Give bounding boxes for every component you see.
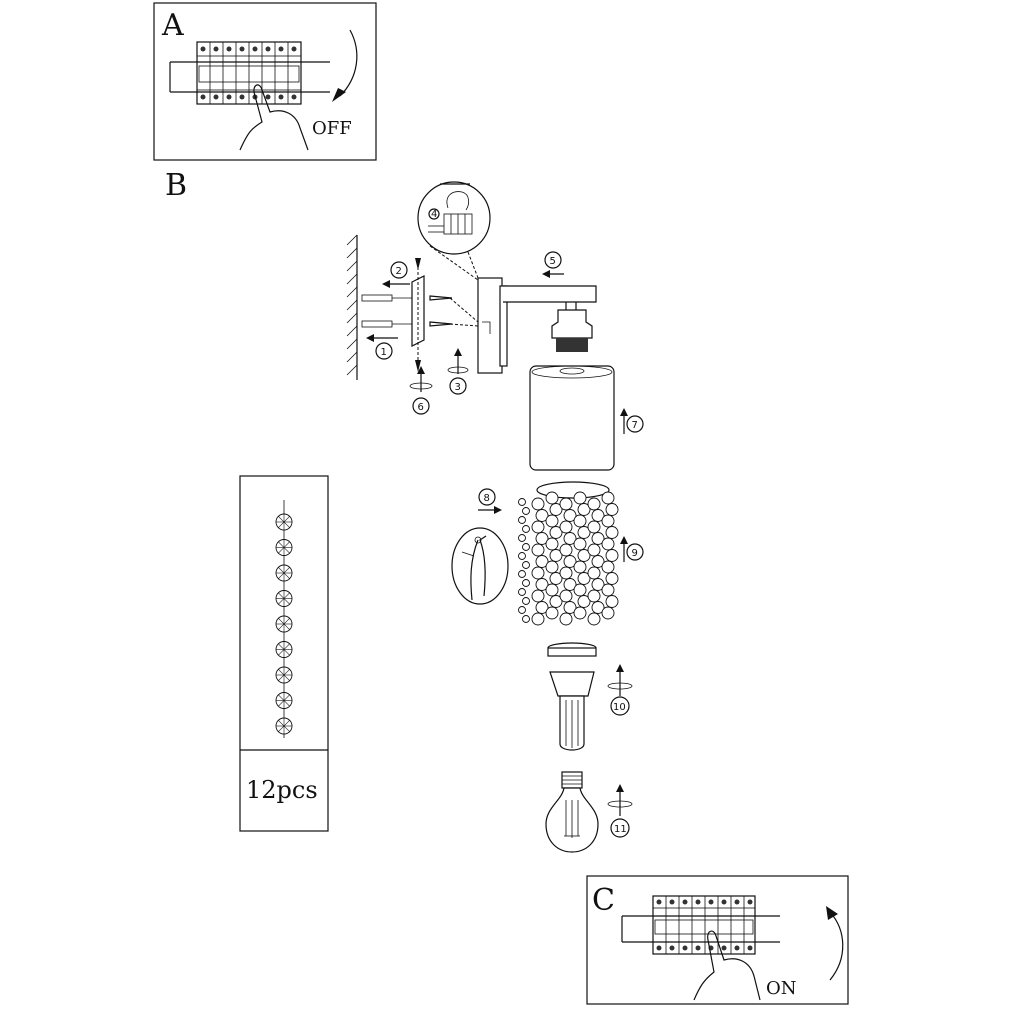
panel-a-action: OFF [312,118,352,139]
crystal-strand-icon [275,513,293,735]
step-10-number: 10 [613,702,626,713]
breaker-rail-icon [169,41,330,105]
hand-icon [693,930,761,1001]
panel-c-letter: C [592,883,615,918]
socket-icon [549,671,595,751]
step-1-arrow: 1 [366,334,398,360]
wall-bracket-icon [477,277,597,374]
step-3-arrow: 3 [447,348,469,395]
step-7-arrow: 7 [620,408,644,434]
step-8-arrow: 8 [478,488,502,514]
panel-c-action: ON [766,978,797,999]
crystal-count-label: 12pcs [246,776,318,804]
panel-a-letter: A [161,8,184,43]
step-11-number: 11 [614,824,627,835]
step-2-arrow: 2 [382,261,410,288]
step-6-number: 6 [418,402,424,413]
lamp-holder-icon [551,309,593,352]
lamp-shade-icon [529,365,615,471]
step-5-arrow: 5 [542,251,564,278]
step-8-number: 8 [484,493,490,504]
hand-icon [239,84,309,151]
wall-icon [346,234,358,380]
mounting-plate-icon [411,258,425,372]
step-6-arrow: 6 [409,366,433,415]
wiring-detail-magnifier: 4 [417,181,491,281]
curved-arrow-down-icon [339,29,358,97]
step-2-number: 2 [396,266,402,277]
breaker-rail-icon [621,895,780,955]
panel-b-letter: B [165,168,187,203]
ring-nut-icon [547,642,597,657]
step-7-number: 7 [632,420,638,431]
step-10-arrow: 10 [607,664,633,716]
crystal-strand-box: 12pcs [239,475,329,832]
light-bulb-icon [545,771,599,853]
curved-arrow-up-icon [829,911,844,981]
step-1-number: 1 [381,347,387,358]
step-4-number: 4 [431,209,437,220]
step-11-arrow: 11 [607,784,633,838]
step-5-number: 5 [550,256,556,267]
panel-a-switch-off: A OFF [153,2,377,161]
panel-c-switch-on: C ON [586,875,849,1005]
step-3-number: 3 [455,382,461,393]
crystal-curtain-icon [518,481,619,626]
screws-icon [361,294,479,328]
hook-detail-icon [451,527,509,605]
step-9-arrow: 9 [620,536,644,562]
step-9-number: 9 [632,548,638,559]
